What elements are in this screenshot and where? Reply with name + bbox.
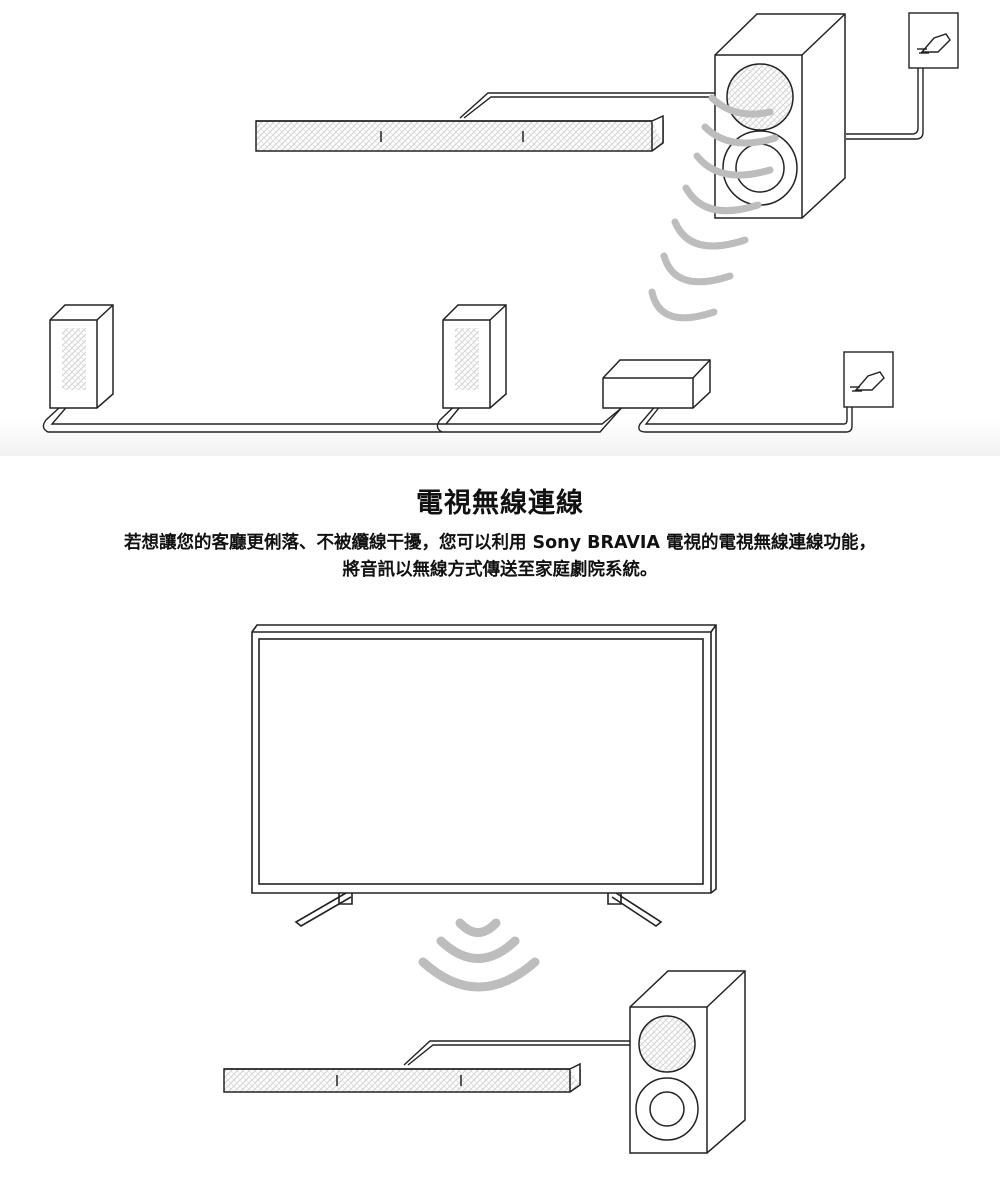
wall-outlet-icon: [843, 351, 894, 408]
wireless-receiver-icon: [602, 359, 711, 409]
subwoofer-icon: [629, 970, 746, 1154]
page-title: 電視無線連線: [416, 488, 584, 519]
wireless-waves-icon: [648, 94, 779, 322]
rear-speaker-icon: [49, 304, 114, 409]
tv-icon: [251, 624, 717, 927]
bottom-cables: [403, 1040, 637, 1066]
text-block: 電視無線連線 若想讓您的客廳更俐落、不被纜線干擾，您可以利用 Sony BRAV…: [0, 456, 1000, 584]
top-illustration: [0, 0, 1000, 456]
wall-outlet-icon: [908, 12, 959, 69]
top-illustration-floor: [0, 420, 1000, 456]
description: 若想讓您的客廳更俐落、不被纜線干擾，您可以利用 Sony BRAVIA 電視的電…: [0, 530, 1000, 584]
subwoofer-icon: [714, 13, 846, 219]
rear-speaker-icon: [442, 304, 507, 409]
wireless-waves-icon: [418, 918, 540, 992]
bottom-illustration: [0, 600, 1000, 1185]
description-line-2: 將音訊以無線方式傳送至家庭劇院系統。: [342, 560, 658, 580]
description-line-1: 若想讓您的客廳更俐落、不被纜線干擾，您可以利用 Sony BRAVIA 電視的電…: [123, 533, 877, 553]
soundbar-icon: [255, 114, 664, 152]
soundbar-icon: [223, 1062, 581, 1093]
